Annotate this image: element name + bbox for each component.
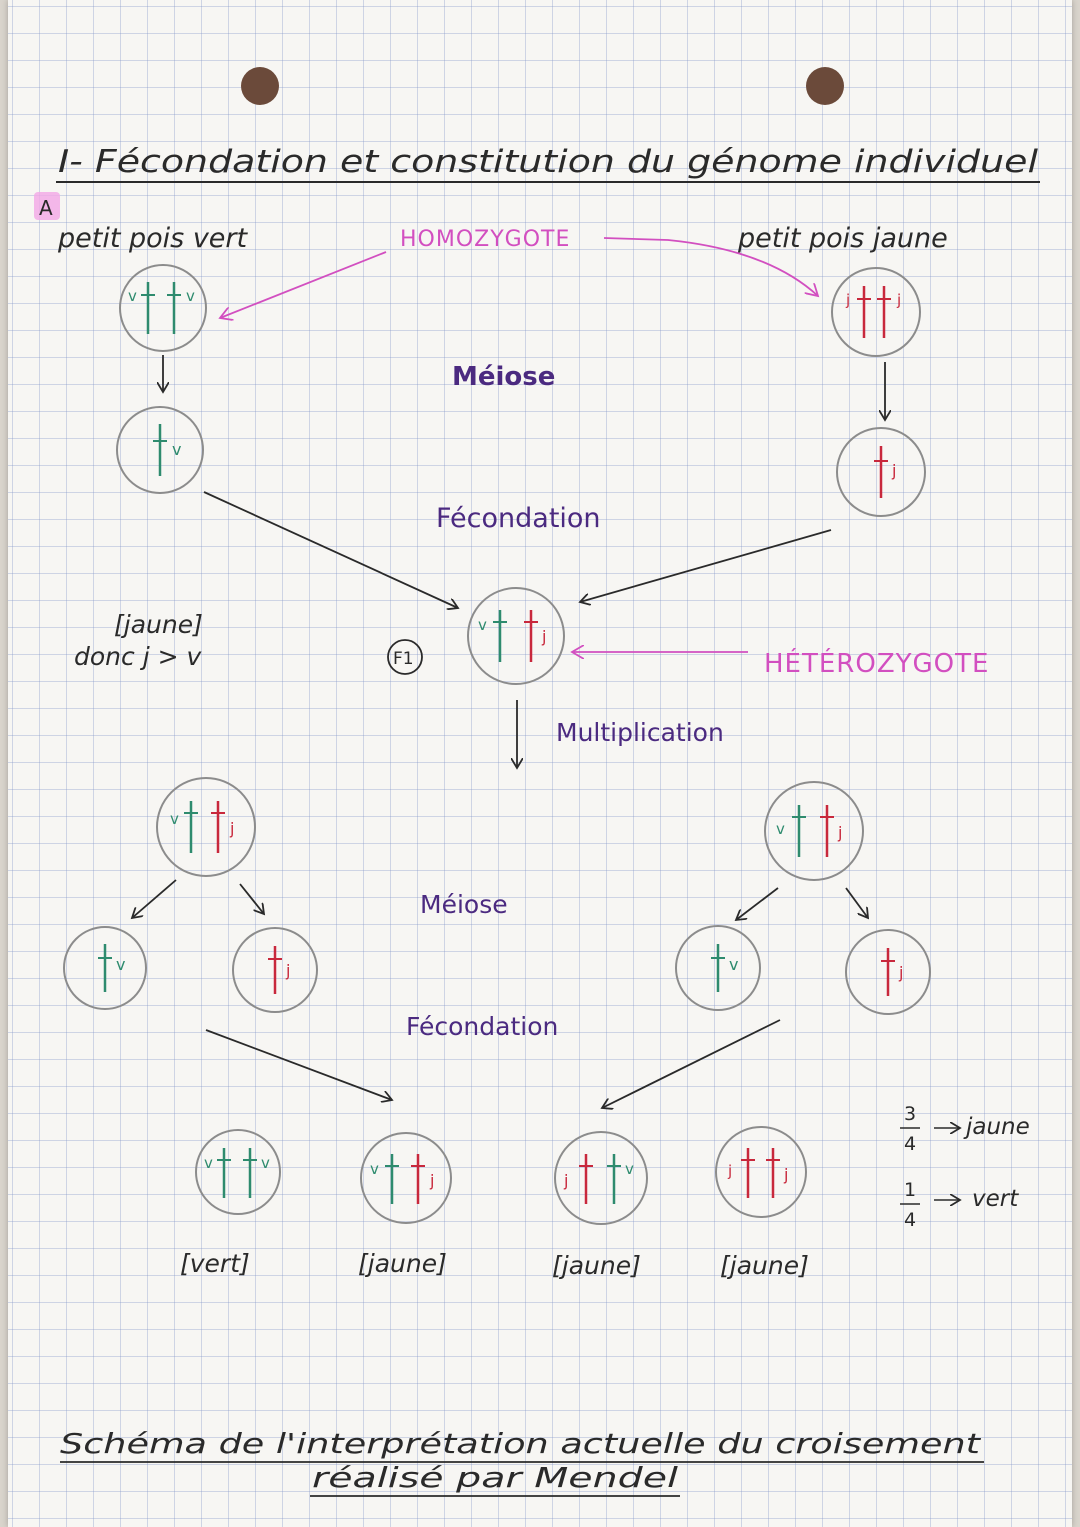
offspring-cell-jj: j j <box>715 1126 807 1218</box>
svg-text:v: v <box>370 1160 379 1178</box>
offspring-cell-vv: v v <box>195 1129 281 1215</box>
offspring-phenotype-1: [vert] <box>180 1249 250 1278</box>
left-parent-label: petit pois vert <box>57 223 249 254</box>
svg-text:v: v <box>204 1154 213 1172</box>
ratio-green: 1 4 vert <box>900 1179 1019 1231</box>
homozygote-label: HOMOZYGOTE <box>400 227 570 252</box>
homozygote-arrow-right <box>603 237 818 296</box>
svg-text:j: j <box>896 291 901 309</box>
offspring-cell-vj: v j <box>360 1132 452 1224</box>
cell-f1-heterozygous: v j <box>467 587 565 685</box>
arrow-fecondation-2-right <box>602 1019 781 1108</box>
svg-text:v: v <box>625 1160 634 1178</box>
arrow-gamete-right-to-f1 <box>580 529 832 602</box>
svg-text:v: v <box>186 287 195 305</box>
f1-badge-label: F1 <box>393 649 414 669</box>
arrow-right-copy-to-green <box>736 887 779 920</box>
ratio-yellow: 3 4 jaune <box>900 1103 1030 1155</box>
gamete-red-3: j <box>845 929 931 1015</box>
offspring-cell-jv: j v <box>554 1131 648 1225</box>
f1-badge-circle <box>387 639 423 675</box>
svg-text:v: v <box>776 820 785 838</box>
heterozygote-label: HÉTÉROZYGOTE <box>764 647 989 679</box>
svg-text:4: 4 <box>904 1209 916 1231</box>
binder-hole-left <box>241 67 279 105</box>
f1-dominance-note: donc j > v <box>74 642 202 671</box>
svg-text:j: j <box>891 461 896 480</box>
svg-text:jaune: jaune <box>963 1114 1030 1140</box>
svg-text:j: j <box>898 963 903 982</box>
arrow-right-copy-to-red <box>845 887 868 918</box>
svg-text:4: 4 <box>904 1133 916 1155</box>
gamete-green-1: v <box>116 406 204 494</box>
step-fecondation-2: Fécondation <box>406 1012 558 1041</box>
cell-parent-green: v v <box>119 264 207 352</box>
caption-line-2: réalisé par Mendel <box>312 1461 678 1494</box>
offspring-phenotype-4: [jaune] <box>720 1251 809 1280</box>
svg-text:v: v <box>128 287 137 305</box>
step-fecondation-1: Fécondation <box>436 503 601 534</box>
notebook-page: I- Fécondation et constitution du génome… <box>8 0 1072 1527</box>
caption-line-1: Schéma de l'interprétation actuelle du c… <box>60 1427 981 1460</box>
cell-f1-copy-left: v j <box>156 777 256 877</box>
svg-text:v: v <box>478 616 487 634</box>
svg-text:j: j <box>845 291 850 309</box>
svg-text:vert: vert <box>972 1186 1019 1212</box>
gamete-green-2: v <box>63 926 147 1010</box>
svg-text:j: j <box>541 627 546 646</box>
binder-hole-right <box>806 67 844 105</box>
gamete-yellow-1: j <box>836 427 926 517</box>
step-meiose-1: Méiose <box>452 362 555 392</box>
svg-text:3: 3 <box>904 1103 916 1125</box>
arrow-gamete-left-to-f1 <box>203 491 458 608</box>
section-marker: A <box>39 196 53 220</box>
page-title: I- Fécondation et constitution du génome… <box>58 144 1038 180</box>
svg-text:j: j <box>727 1162 732 1180</box>
svg-text:j: j <box>837 823 842 842</box>
offspring-phenotype-3: [jaune] <box>552 1251 641 1280</box>
svg-text:1: 1 <box>904 1179 916 1201</box>
svg-text:v: v <box>729 955 738 974</box>
arrow-left-copy-to-green <box>132 879 177 918</box>
homozygote-arrow-left <box>220 251 387 318</box>
svg-text:v: v <box>170 810 179 828</box>
gamete-green-3: v <box>675 925 761 1011</box>
arrow-left-copy-to-red <box>239 883 264 914</box>
genetics-diagram: I- Fécondation et constitution du génome… <box>34 67 1040 1497</box>
svg-text:j: j <box>783 1165 788 1184</box>
right-parent-label: petit pois jaune <box>737 223 948 254</box>
svg-text:j: j <box>429 1171 434 1190</box>
svg-text:j: j <box>229 819 234 838</box>
step-multiplication: Multiplication <box>556 718 724 747</box>
cell-parent-yellow: j j <box>831 267 921 357</box>
step-meiose-2: Méiose <box>420 890 508 919</box>
cell-f1-copy-right: v j <box>764 781 864 881</box>
svg-text:v: v <box>261 1154 270 1172</box>
gamete-red-2: j <box>232 927 318 1013</box>
svg-text:v: v <box>116 955 125 974</box>
f1-phenotype-note: [jaune] <box>114 610 203 639</box>
arrow-fecondation-2-left <box>205 1029 392 1100</box>
offspring-phenotype-2: [jaune] <box>358 1249 447 1278</box>
svg-text:v: v <box>172 440 181 459</box>
svg-text:j: j <box>563 1171 568 1190</box>
svg-text:j: j <box>285 961 290 980</box>
section-marker-highlight <box>34 192 60 220</box>
